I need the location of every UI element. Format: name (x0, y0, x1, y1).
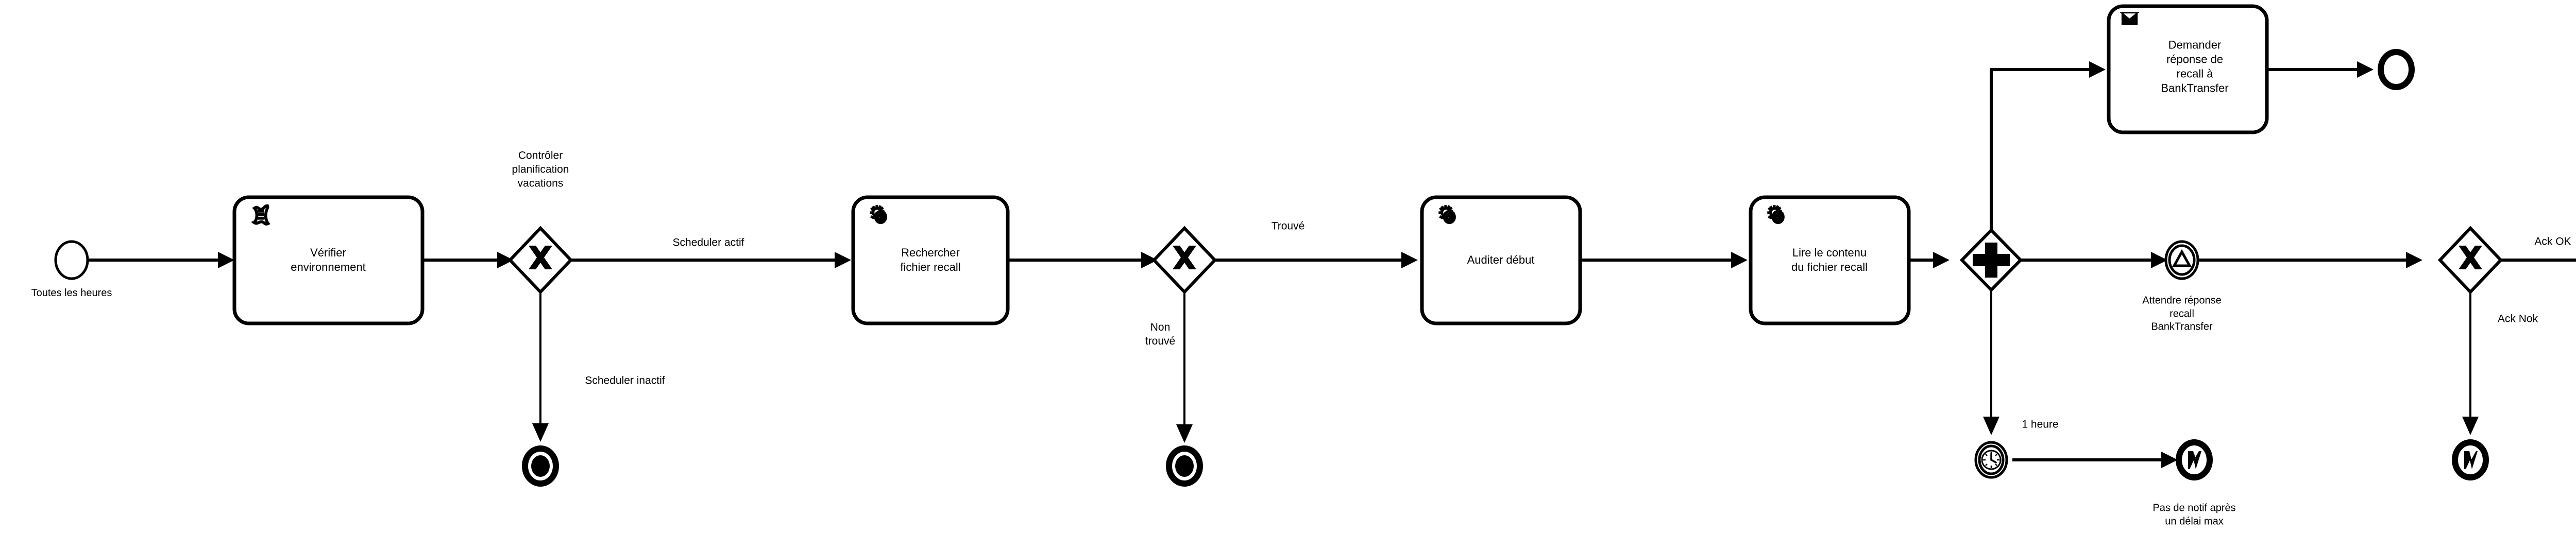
flow-verifier-to-gateway1 (422, 252, 514, 268)
end-event-demande-envoyee[interactable] (2378, 49, 2415, 90)
flow-attendre-to-ack (2196, 252, 2422, 268)
task-demander-reponse-recall[interactable] (2107, 4, 2269, 134)
script-task-icon (254, 206, 268, 224)
flow-lire-to-parallel (1909, 252, 1950, 268)
gateway-ack-decision[interactable] (2437, 226, 2503, 295)
flow-parallel-to-demander (1990, 61, 2106, 232)
flow-ack-ok (2500, 259, 2576, 262)
end-event-pas-de-notif[interactable] (2176, 439, 2213, 480)
flow-timer-to-error (2012, 452, 2178, 468)
send-task-envelope-icon (2121, 12, 2139, 26)
end-event-scheduler-inactif[interactable] (522, 445, 559, 487)
task-auditer-debut[interactable] (1420, 195, 1582, 325)
flow-rechercher-to-gateway2 (1008, 252, 1158, 268)
end-event-non-trouve[interactable] (1166, 445, 1203, 487)
gateway-parallel-split[interactable] (1959, 228, 2023, 293)
intermediate-event-attendre-reponse[interactable] (2164, 240, 2199, 280)
flow-non-trouve (1176, 287, 1193, 443)
flow-demander-to-end (2267, 61, 2374, 78)
flow-start-to-verifier (87, 252, 234, 268)
flow-auditer-to-lire (1580, 252, 1748, 268)
task-lire-contenu-fichier-recall[interactable] (1749, 195, 1911, 325)
flow-scheduler-actif (568, 252, 851, 268)
flow-parallel-to-timer (1983, 288, 1999, 435)
start-event-icon[interactable] (54, 240, 89, 280)
end-event-ack-nok[interactable] (2452, 439, 2489, 480)
gateway-fichier-trouve[interactable] (1151, 226, 1217, 295)
flow-parallel-to-attendre (2020, 252, 2167, 268)
intermediate-event-timer[interactable] (1974, 441, 2008, 479)
flow-ack-nok (2462, 289, 2479, 435)
task-verifier-environnement[interactable] (232, 195, 425, 325)
flow-scheduler-inactif (532, 287, 549, 442)
task-rechercher-fichier-recall[interactable] (851, 195, 1010, 325)
gateway-controler-planification-vacations[interactable] (507, 226, 573, 295)
flow-trouve (1212, 252, 1418, 268)
